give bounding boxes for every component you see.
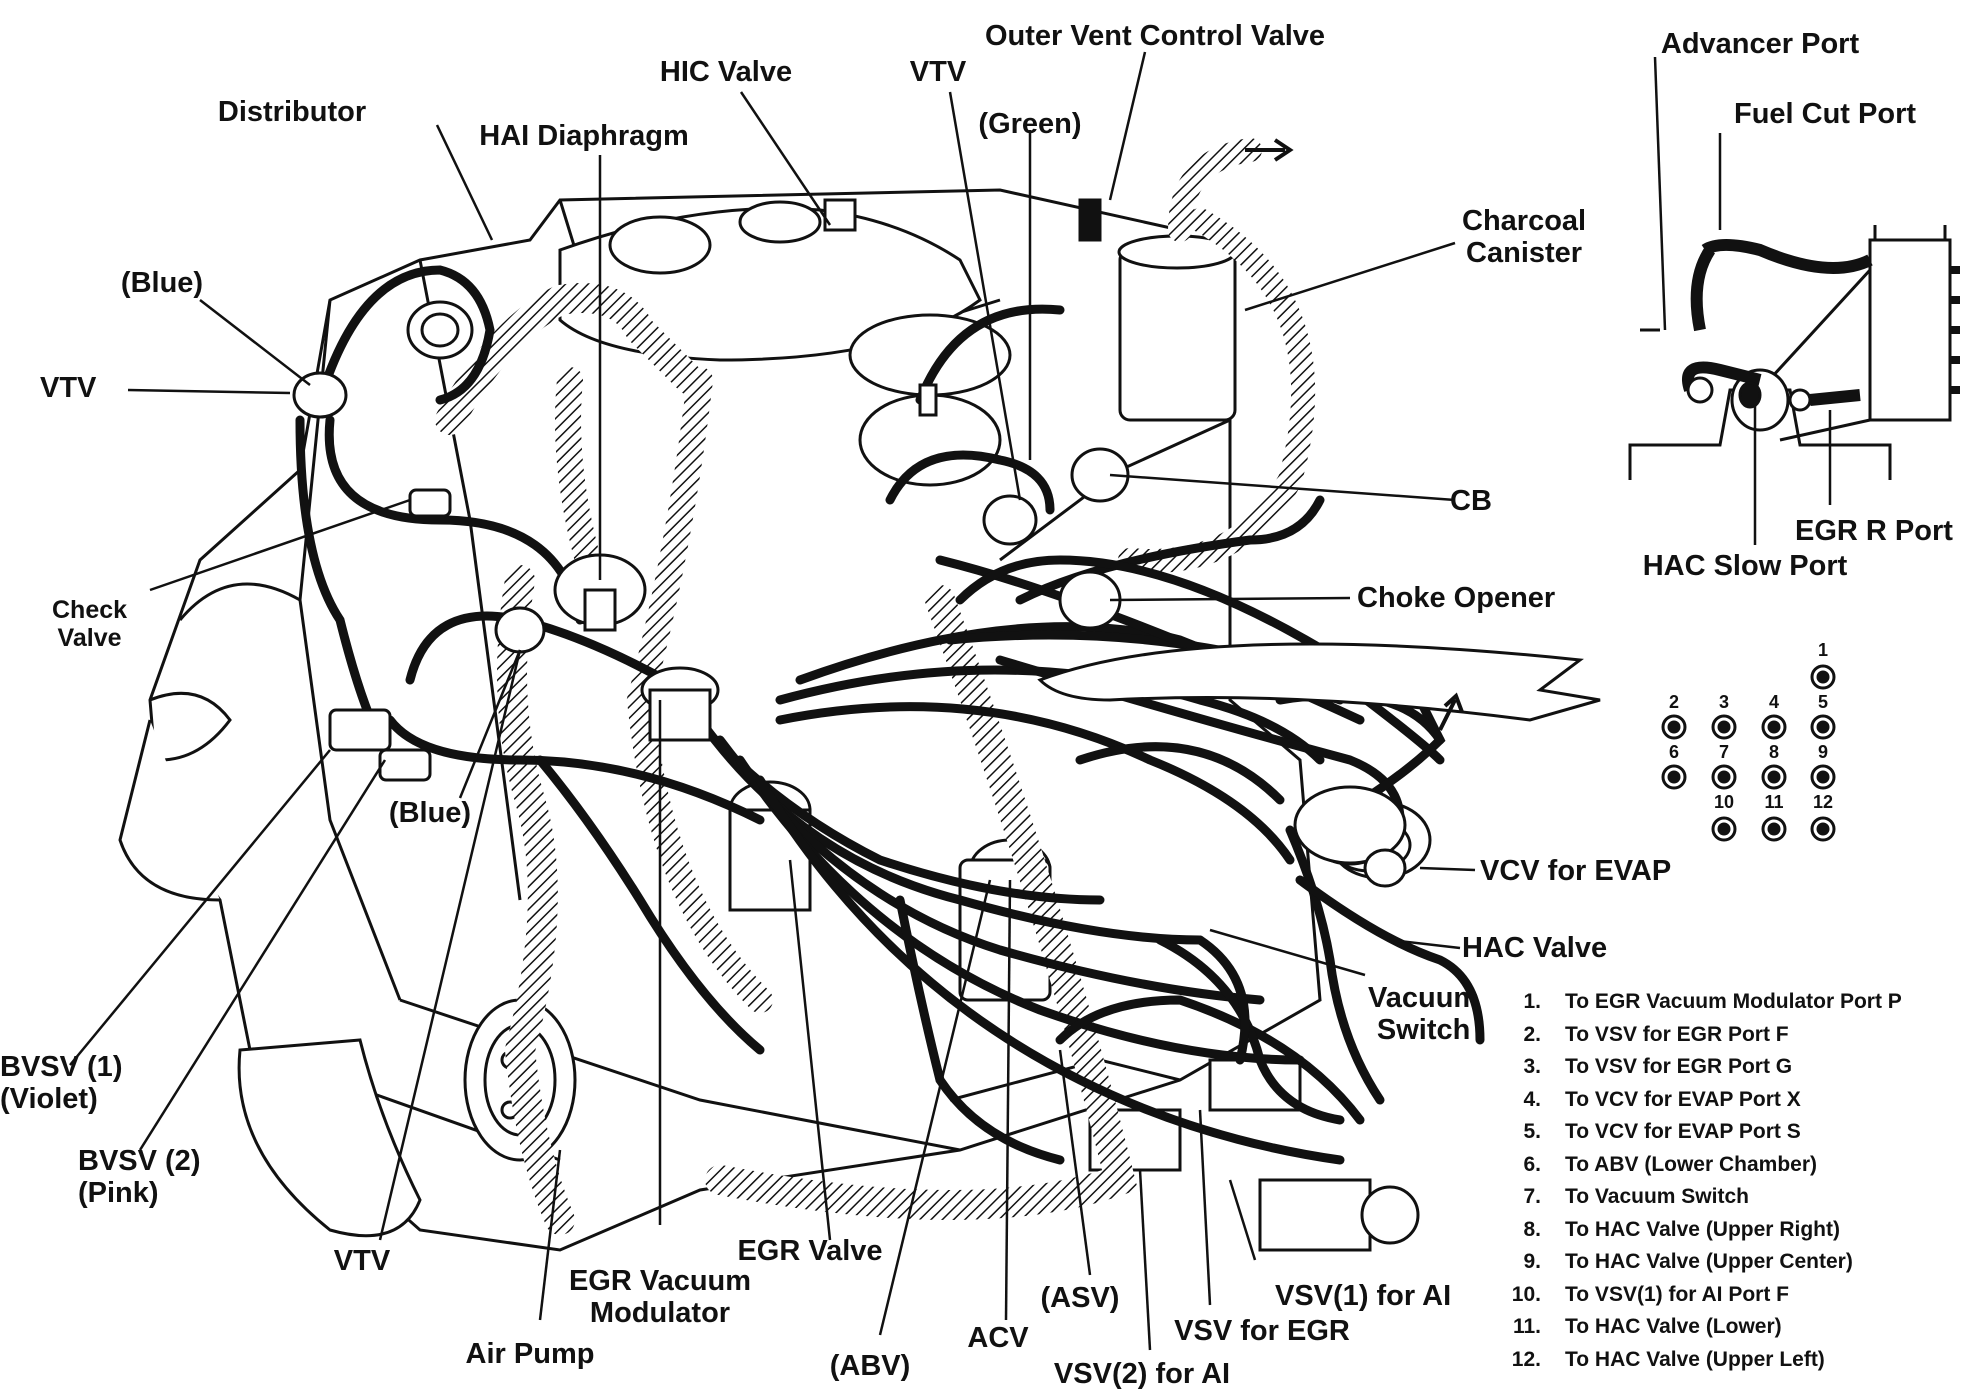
flow-arrow (1037, 642, 1601, 722)
label-vtv-top: VTV (909, 56, 967, 88)
label-vtv-bottom: VTV (333, 1245, 391, 1277)
legend-number: 1. (1523, 990, 1541, 1013)
label-asv: (ASV) (1040, 1282, 1120, 1314)
label-fuel-cut-port: Fuel Cut Port (1733, 98, 1917, 130)
legend-number: 5. (1523, 1120, 1541, 1143)
legend-number: 11. (1512, 1315, 1541, 1338)
legend-text: To ABV (Lower Chamber) (1565, 1152, 1818, 1176)
label-vsv1-for-ai: VSV(1) for AI (1275, 1280, 1452, 1312)
port-number: 11 (1764, 792, 1784, 812)
label-vtv-left: VTV (40, 372, 97, 404)
label-green: (Green) (978, 108, 1082, 140)
legend-text: To VSV(1) for AI Port F (1565, 1282, 1789, 1306)
label-egr-vacuum-modulator: EGR Vacuum Modulator (568, 1265, 752, 1330)
legend-number: 6. (1523, 1152, 1541, 1176)
legend-number: 9. (1523, 1250, 1541, 1273)
legend-text: To VCV for EVAP Port X (1565, 1087, 1801, 1111)
label-blue-bottom: (Blue) (388, 797, 472, 829)
legend-text: To HAC Valve (Lower) (1565, 1315, 1782, 1338)
port-number: 9 (1817, 742, 1829, 762)
port-number: 4 (1768, 692, 1780, 712)
legend-text: To Vacuum Switch (1565, 1185, 1749, 1208)
legend-text: To VSV for EGR Port G (1565, 1055, 1793, 1078)
label-outer-vent-control-valve: Outer Vent Control Valve (984, 20, 1326, 52)
label-blue-top: (Blue) (120, 267, 204, 299)
label-acv: ACV (967, 1322, 1029, 1354)
label-vsv2-for-ai: VSV(2) for AI (1053, 1358, 1231, 1390)
port-number: 5 (1817, 692, 1829, 712)
label-vcv-for-evap: VCV for EVAP (1480, 855, 1672, 887)
port-number: 10 (1713, 792, 1735, 812)
port-number: 1 (1817, 640, 1829, 660)
legend-number: 3. (1523, 1055, 1541, 1078)
port-number: 7 (1718, 742, 1730, 762)
port-number: 8 (1768, 742, 1780, 762)
label-hac-slow-port: HAC Slow Port (1642, 550, 1848, 582)
legend-text: To HAC Valve (Upper Right) (1565, 1217, 1840, 1241)
label-bvsv2: BVSV (2) (Pink) (78, 1145, 201, 1210)
legend-number: 12. (1511, 1347, 1541, 1371)
label-hic-valve: HIC Valve (659, 56, 793, 88)
legend-text: To HAC Valve (Upper Left) (1565, 1347, 1825, 1371)
legend-number: 2. (1523, 1022, 1541, 1046)
legend-number: 10. (1511, 1282, 1541, 1306)
label-bvsv1: BVSV (1) (Violet) (0, 1051, 123, 1116)
charcoal-canister-shape (1078, 198, 1237, 422)
port-number: 3 (1718, 692, 1730, 712)
label-air-pump: Air Pump (465, 1338, 595, 1370)
label-egr-valve: EGR Valve (737, 1235, 883, 1267)
label-vacuum-switch: Vacuum Switch (1368, 982, 1480, 1047)
label-check-valve: Check Valve (52, 596, 128, 652)
legend-text: To HAC Valve (Upper Center) (1565, 1250, 1853, 1273)
hatched-hoses (435, 138, 1316, 1235)
label-vsv-for-egr: VSV for EGR (1174, 1315, 1350, 1347)
port-diagram-inset (1628, 225, 1960, 480)
valve-cover (558, 200, 1012, 487)
port-legend: 1. To EGR Vacuum Modulator Port P 2. To VSV… (1495, 990, 1984, 1390)
label-abv: (ABV) (829, 1350, 911, 1382)
legend-number: 7. (1523, 1185, 1541, 1208)
vcv-shape (1293, 785, 1407, 888)
leader-lines (69, 51, 1832, 1351)
label-cb: CB (1450, 485, 1492, 517)
label-egr-r-port: EGR R Port (1795, 515, 1953, 547)
port-number-dots (1661, 664, 1836, 842)
label-choke-opener: Choke Opener (1357, 582, 1556, 614)
legend-number: 8. (1523, 1217, 1541, 1241)
arrow-icon (1245, 138, 1294, 162)
arrow-icon (1438, 692, 1464, 731)
label-hac-valve: HAC Valve (1462, 932, 1608, 964)
port-number: 6 (1668, 742, 1680, 762)
label-advancer-port: Advancer Port (1660, 28, 1860, 60)
legend-text: To EGR Vacuum Modulator Port P (1565, 990, 1902, 1013)
label-hai-diaphragm: HAI Diaphragm (479, 120, 689, 152)
port-number: 2 (1668, 692, 1680, 712)
legend-text: To VSV for EGR Port F (1565, 1022, 1789, 1046)
label-distributor: Distributor (217, 96, 367, 128)
legend-text: To VCV for EVAP Port S (1565, 1120, 1801, 1143)
port-number: 12 (1812, 792, 1834, 812)
legend-number: 4. (1523, 1087, 1541, 1111)
label-charcoal-canister: Charcoal Canister (1462, 205, 1587, 270)
